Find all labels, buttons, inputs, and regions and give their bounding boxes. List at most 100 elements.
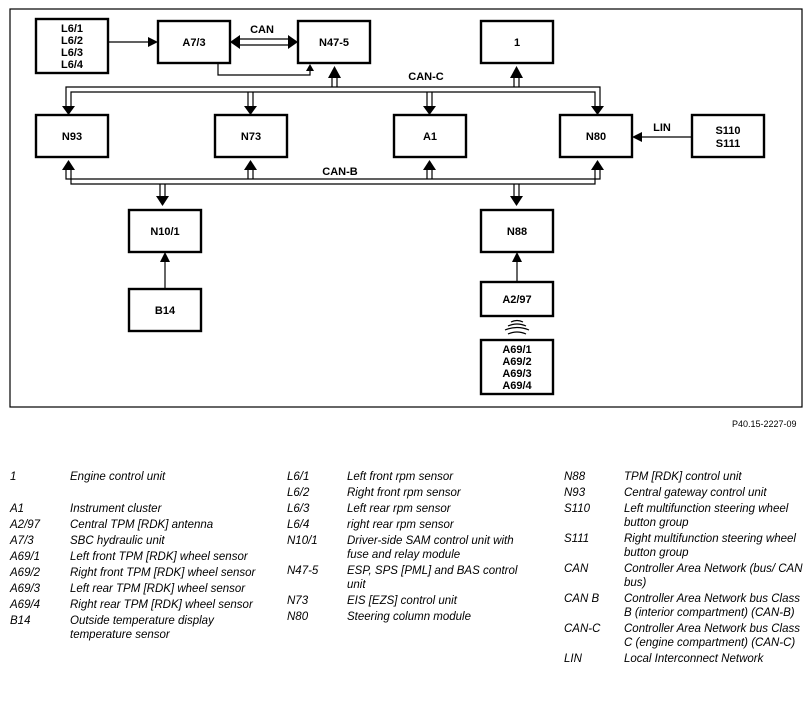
legend-entry: 1 Engine control unit	[10, 470, 270, 484]
legend-code: L6/3	[287, 503, 310, 515]
legend-code: N10/1	[287, 535, 318, 547]
box-a2-97: A2/97	[479, 280, 555, 318]
legend-code: B14	[10, 615, 31, 627]
can-b-bus-line	[65, 170, 601, 196]
legend-entry: L6/2 Right front rpm sensor	[287, 486, 527, 500]
legend-description: Left rear TPM [RDK] wheel sensor	[70, 583, 246, 595]
box-n93-label: N93	[62, 131, 82, 143]
can-b-arrowheads	[62, 160, 604, 206]
box-n73-label: N73	[241, 131, 261, 143]
legend-code: L6/1	[287, 471, 310, 483]
legend-description: Local Interconnect Network	[624, 653, 764, 665]
can-c-bus-line	[65, 78, 601, 106]
box-s110-label: S110	[715, 125, 740, 137]
box-a7-3: A7/3	[156, 19, 232, 65]
box-n88: N88	[479, 208, 555, 254]
legend-code: N47-5	[287, 565, 319, 577]
legend-description: Instrument cluster	[70, 503, 162, 515]
box-n47-5-label: N47-5	[319, 37, 349, 49]
legend-entry: A69/1 Left front TPM [RDK] wheel sensor	[10, 550, 270, 564]
legend-code: CAN-C	[564, 623, 601, 635]
box-a69-line-3: A69/3	[502, 368, 531, 380]
legend-code: N73	[287, 595, 309, 607]
legend-entry	[10, 486, 270, 500]
box-n73: N73	[213, 113, 289, 159]
legend-entry: CAN-C Controller Area Network bus Class C…	[564, 622, 804, 650]
box-b14-label: B14	[155, 305, 176, 317]
legend-code: A69/1	[10, 551, 41, 563]
box-n10-1: N10/1	[127, 208, 203, 254]
legend-description: Central TPM [RDK] antenna	[70, 519, 214, 531]
b14-to-n10-1-arrow	[160, 252, 170, 289]
legend-description: Right multifunction steering wheel butto…	[624, 533, 796, 559]
legend-description: Left front rpm sensor	[347, 471, 454, 483]
can-label: CAN	[250, 24, 274, 36]
radio-wave-icon	[504, 319, 530, 335]
diagram-frame	[9, 8, 803, 408]
legend-code: N93	[564, 487, 586, 499]
lin-arrow	[632, 132, 692, 142]
legend-code: A69/3	[10, 583, 41, 595]
legend-description: Controller Area Network bus Class C (eng…	[624, 623, 800, 649]
legend-description: Left rear rpm sensor	[347, 503, 451, 515]
legend-description: TPM [RDK] control unit	[624, 471, 742, 483]
box-s111-label: S111	[716, 138, 740, 150]
legend-description: Outside temperature display temperature …	[70, 615, 214, 641]
box-a1-label: A1	[423, 131, 437, 143]
legend-description: Right front rpm sensor	[347, 487, 461, 499]
legend-description: Engine control unit	[70, 471, 166, 483]
legend-entry: N47-5 ESP, SPS [PML] and BAS control unit	[287, 564, 527, 592]
legend-code: A2/97	[10, 519, 41, 531]
box-a69-line-2: A69/2	[502, 356, 531, 368]
legend-entry: N80 Steering column module	[287, 610, 527, 624]
legend-description: ESP, SPS [PML] and BAS control unit	[347, 565, 518, 591]
can-b-label: CAN-B	[322, 166, 357, 178]
legend-code: CAN	[564, 563, 589, 575]
can-c-label: CAN-C	[408, 71, 443, 83]
legend-code: A1	[10, 503, 25, 515]
box-b14: B14	[127, 287, 203, 333]
legend-description: SBC hydraulic unit	[70, 535, 165, 547]
legend-code: LIN	[564, 653, 582, 665]
box-n10-1-label: N10/1	[150, 226, 179, 238]
box-n88-label: N88	[507, 226, 527, 238]
legend-description: Steering column module	[347, 611, 472, 623]
legend-description: right rear rpm sensor	[347, 519, 454, 531]
box-1-label: 1	[514, 37, 520, 49]
legend-description: Right rear TPM [RDK] wheel sensor	[70, 599, 253, 611]
legend-code: 1	[10, 471, 17, 483]
box-1: 1	[479, 19, 555, 65]
legend-code: A69/2	[10, 567, 41, 579]
box-l6: L6/1 L6/2 L6/3 L6/4	[34, 17, 110, 75]
legend-entry: CAN B Controller Area Network bus Class B…	[564, 592, 804, 620]
legend-entry: A69/3 Left rear TPM [RDK] wheel sensor	[10, 582, 270, 596]
box-a69-line-1: A69/1	[502, 344, 531, 356]
legend-code: N80	[287, 611, 309, 623]
box-n47-5: N47-5	[296, 19, 372, 65]
box-a69-line-4: A69/4	[502, 380, 532, 392]
legend-description: Controller Area Network bus Class B (int…	[624, 593, 800, 619]
legend-description: Controller Area Network (bus/ CAN bus)	[624, 563, 803, 589]
box-a2-97-label: A2/97	[502, 294, 531, 306]
box-l6-line-2: L6/2	[61, 35, 83, 47]
box-l6-line-1: L6/1	[61, 23, 83, 35]
box-n80: N80	[558, 113, 634, 159]
legend-code: CAN B	[564, 593, 600, 605]
legend-code: L6/2	[287, 487, 310, 499]
legend-description: Right front TPM [RDK] wheel sensor	[70, 567, 256, 579]
box-a7-3-label: A7/3	[182, 37, 205, 49]
box-n93: N93	[34, 113, 110, 159]
legend-description: Left front TPM [RDK] wheel sensor	[70, 551, 248, 563]
box-s110-s111: S110 S111	[690, 113, 766, 159]
network-diagram: CAN CAN-C CAN-B LIN L6/1 L6/2 L6/3 L6/4 …	[9, 8, 803, 408]
legend-entry: LIN Local Interconnect Network	[564, 652, 804, 666]
legend-entry: A1 Instrument cluster	[10, 502, 270, 516]
